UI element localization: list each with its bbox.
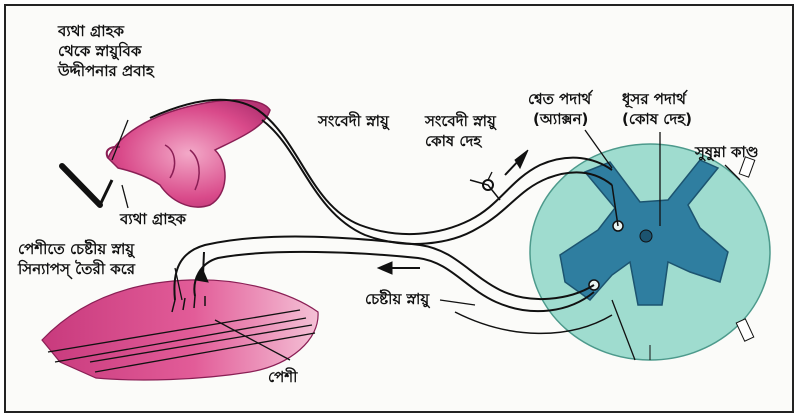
needle-icon (62, 166, 112, 205)
label-motor-nerve: চেষ্টীয় স্নায়ু (365, 290, 429, 308)
label-pain-impulse-2: থেকে স্নায়ুবিক (58, 42, 141, 60)
label-sensory-cell-body-1: সংবেদী স্নায়ু (425, 112, 496, 130)
hand-finger (107, 100, 270, 207)
arm-muscle (42, 280, 318, 380)
label-motor-synapse-2: সিন্যাপস্ তৈরী করে (18, 260, 135, 278)
label-sensory-cell-body-2: কোষ দেহ (425, 132, 481, 150)
label-white-matter-2: (অ্যাক্সন) (533, 110, 588, 128)
label-pain-impulse-1: ব্যথা গ্রাহক (58, 22, 124, 40)
label-gray-matter-1: ধূসর পদার্থ (622, 90, 686, 108)
label-sensory-nerve: সংবেদী স্নায়ু (318, 112, 389, 130)
arrow-motor-1 (378, 262, 392, 274)
arrow-sensory-1 (515, 150, 528, 168)
label-pain-impulse-3: উদ্দীপনার প্রবাহ (58, 62, 154, 80)
label-pain-receptor: ব্যথা গ্রাহক (120, 210, 186, 228)
label-muscle: পেশী (268, 368, 297, 386)
label-white-matter-1: শ্বেত পদার্থ (528, 90, 591, 108)
spinal-cord (530, 144, 770, 360)
label-motor-synapse-1: পেশীতে চেষ্টীয় স্নায়ু (18, 240, 134, 258)
label-gray-matter-2: (কোষ দেহ) (622, 110, 692, 128)
label-spinal-cord: সুষুম্না কাণ্ড (695, 143, 759, 161)
